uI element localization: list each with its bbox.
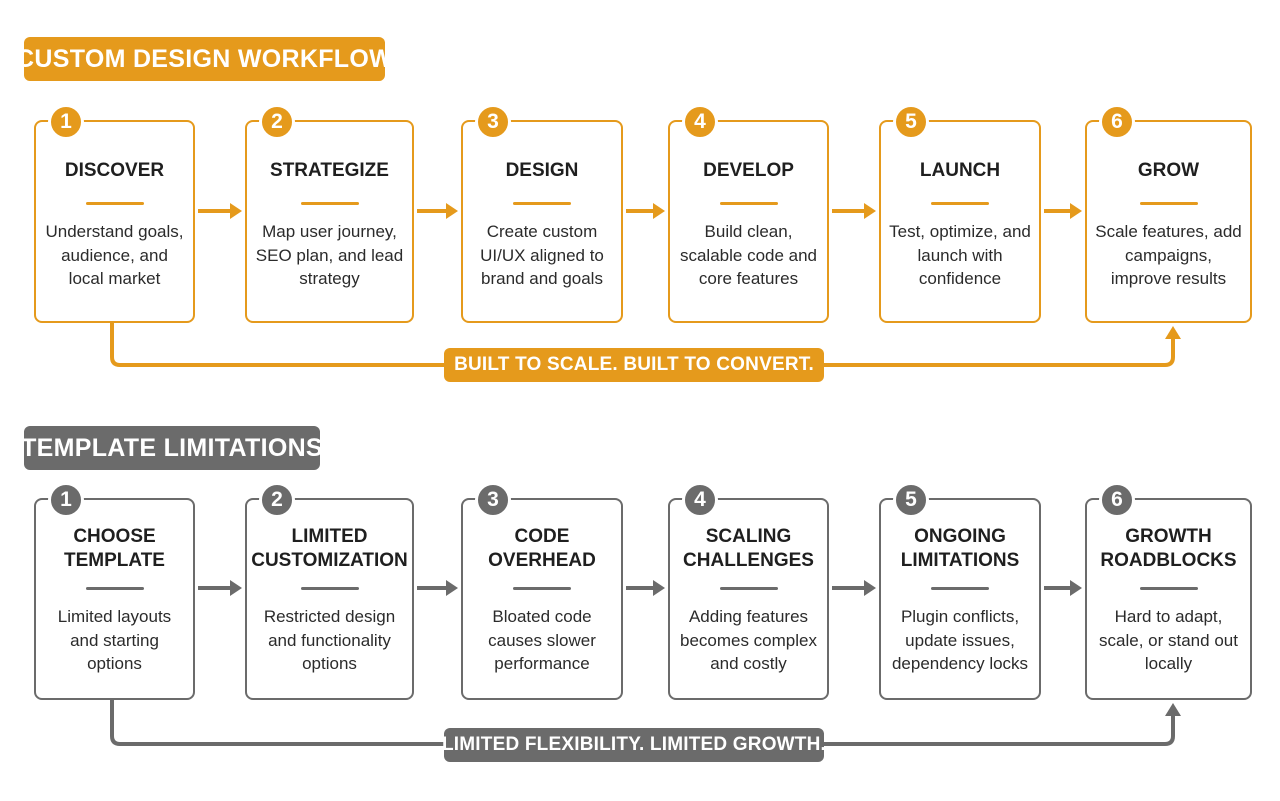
step-card-3: DESIGN Create custom UI/UX aligned to bra… xyxy=(461,120,623,323)
arrow-head-icon xyxy=(864,580,876,596)
step-number-badge: 2 xyxy=(259,482,295,518)
step-number-badge: 4 xyxy=(682,482,718,518)
step-title: LAUNCH xyxy=(919,160,1001,181)
step-card-3: CODE OVERHEAD Bloated code causes slower … xyxy=(461,498,623,700)
step-title: DISCOVER xyxy=(64,160,165,181)
step-number-badge: 1 xyxy=(48,104,84,140)
arrow-up-icon xyxy=(1165,326,1181,339)
step-title: LIMITED CUSTOMIZATION xyxy=(251,526,408,571)
step-description: Understand goals, audience, and local ma… xyxy=(45,222,184,288)
arrow-up-icon xyxy=(1165,703,1181,716)
step-divider xyxy=(1139,202,1198,205)
arrow-head-icon xyxy=(230,203,242,219)
step-number-badge: 5 xyxy=(893,104,929,140)
arrow-head-icon xyxy=(864,203,876,219)
template-limitations-banner: TEMPLATE LIMITATIONS xyxy=(21,426,323,470)
step-description: Map user journey, SEO plan, and lead str… xyxy=(255,222,404,288)
step-title: DESIGN xyxy=(505,160,579,181)
step-divider xyxy=(85,202,144,205)
step-title: SCALING CHALLENGES xyxy=(683,526,814,571)
step-divider xyxy=(513,587,571,590)
arrow-head-icon xyxy=(1070,203,1082,219)
step-divider xyxy=(931,587,989,590)
step-card-6: GROWTH ROADBLOCKS Hard to adapt, scale, o… xyxy=(1085,498,1252,700)
custom-workflow-tagline: BUILT TO SCALE. BUILT TO CONVERT. xyxy=(444,348,824,382)
step-description: Scale features, add campaigns, improve r… xyxy=(1095,222,1242,288)
step-description: Limited layouts and starting options xyxy=(57,607,172,673)
step-divider xyxy=(719,202,778,205)
step-title: ONGOING LIMITATIONS xyxy=(900,526,1020,571)
step-title: CHOOSE TEMPLATE xyxy=(64,526,165,571)
step-number-badge: 3 xyxy=(475,482,511,518)
step-title: GROW xyxy=(1137,160,1200,181)
step-divider xyxy=(300,202,359,205)
step-number-badge: 3 xyxy=(475,104,511,140)
step-title: CODE OVERHEAD xyxy=(488,526,596,571)
step-number-badge: 4 xyxy=(682,104,718,140)
arrow-head-icon xyxy=(446,580,458,596)
step-divider xyxy=(513,202,571,205)
step-description: Bloated code causes slower performance xyxy=(488,607,596,673)
step-number-badge: 6 xyxy=(1099,482,1135,518)
step-number-badge: 2 xyxy=(259,104,295,140)
step-divider xyxy=(931,202,989,205)
step-card-6: GROW Scale features, add campaigns, impro… xyxy=(1085,120,1252,323)
step-divider xyxy=(1139,587,1198,590)
step-description: Create custom UI/UX aligned to brand and… xyxy=(480,222,604,288)
step-description: Adding features becomes complex and cost… xyxy=(679,607,817,673)
step-title: DEVELOP xyxy=(703,160,794,181)
arrow-head-icon xyxy=(230,580,242,596)
step-card-1: DISCOVER Understand goals, audience, and … xyxy=(34,120,195,323)
step-divider xyxy=(719,587,778,590)
step-card-1: CHOOSE TEMPLATE Limited layouts and start… xyxy=(34,498,195,700)
step-card-2: STRATEGIZE Map user journey, SEO plan, an… xyxy=(245,120,414,323)
step-card-5: LAUNCH Test, optimize, and launch with co… xyxy=(879,120,1041,323)
arrow-head-icon xyxy=(653,203,665,219)
step-divider xyxy=(300,587,359,590)
step-card-4: DEVELOP Build clean, scalable code and co… xyxy=(668,120,829,323)
template-limitations-tagline: LIMITED FLEXIBILITY. LIMITED GROWTH. xyxy=(442,728,826,762)
arrow-head-icon xyxy=(653,580,665,596)
step-description: Build clean, scalable code and core feat… xyxy=(679,222,818,288)
step-card-5: ONGOING LIMITATIONS Plugin conflicts, upd… xyxy=(879,498,1041,700)
step-card-2: LIMITED CUSTOMIZATION Restricted design a… xyxy=(245,498,414,700)
step-title: STRATEGIZE xyxy=(270,160,389,181)
step-number-badge: 1 xyxy=(48,482,84,518)
step-card-4: SCALING CHALLENGES Adding features become… xyxy=(668,498,829,700)
step-description: Restricted design and functionality opti… xyxy=(263,607,396,673)
step-description: Test, optimize, and launch with confiden… xyxy=(889,222,1031,288)
custom-workflow-banner: CUSTOM DESIGN WORKFLOW xyxy=(16,37,393,81)
step-description: Plugin conflicts, update issues, depende… xyxy=(891,607,1029,673)
step-number-badge: 6 xyxy=(1099,104,1135,140)
arrow-head-icon xyxy=(446,203,458,219)
step-description: Hard to adapt, scale, or stand out local… xyxy=(1099,607,1238,673)
step-number-badge: 5 xyxy=(893,482,929,518)
step-title: GROWTH ROADBLOCKS xyxy=(1100,526,1237,571)
arrow-head-icon xyxy=(1070,580,1082,596)
step-divider xyxy=(85,587,144,590)
